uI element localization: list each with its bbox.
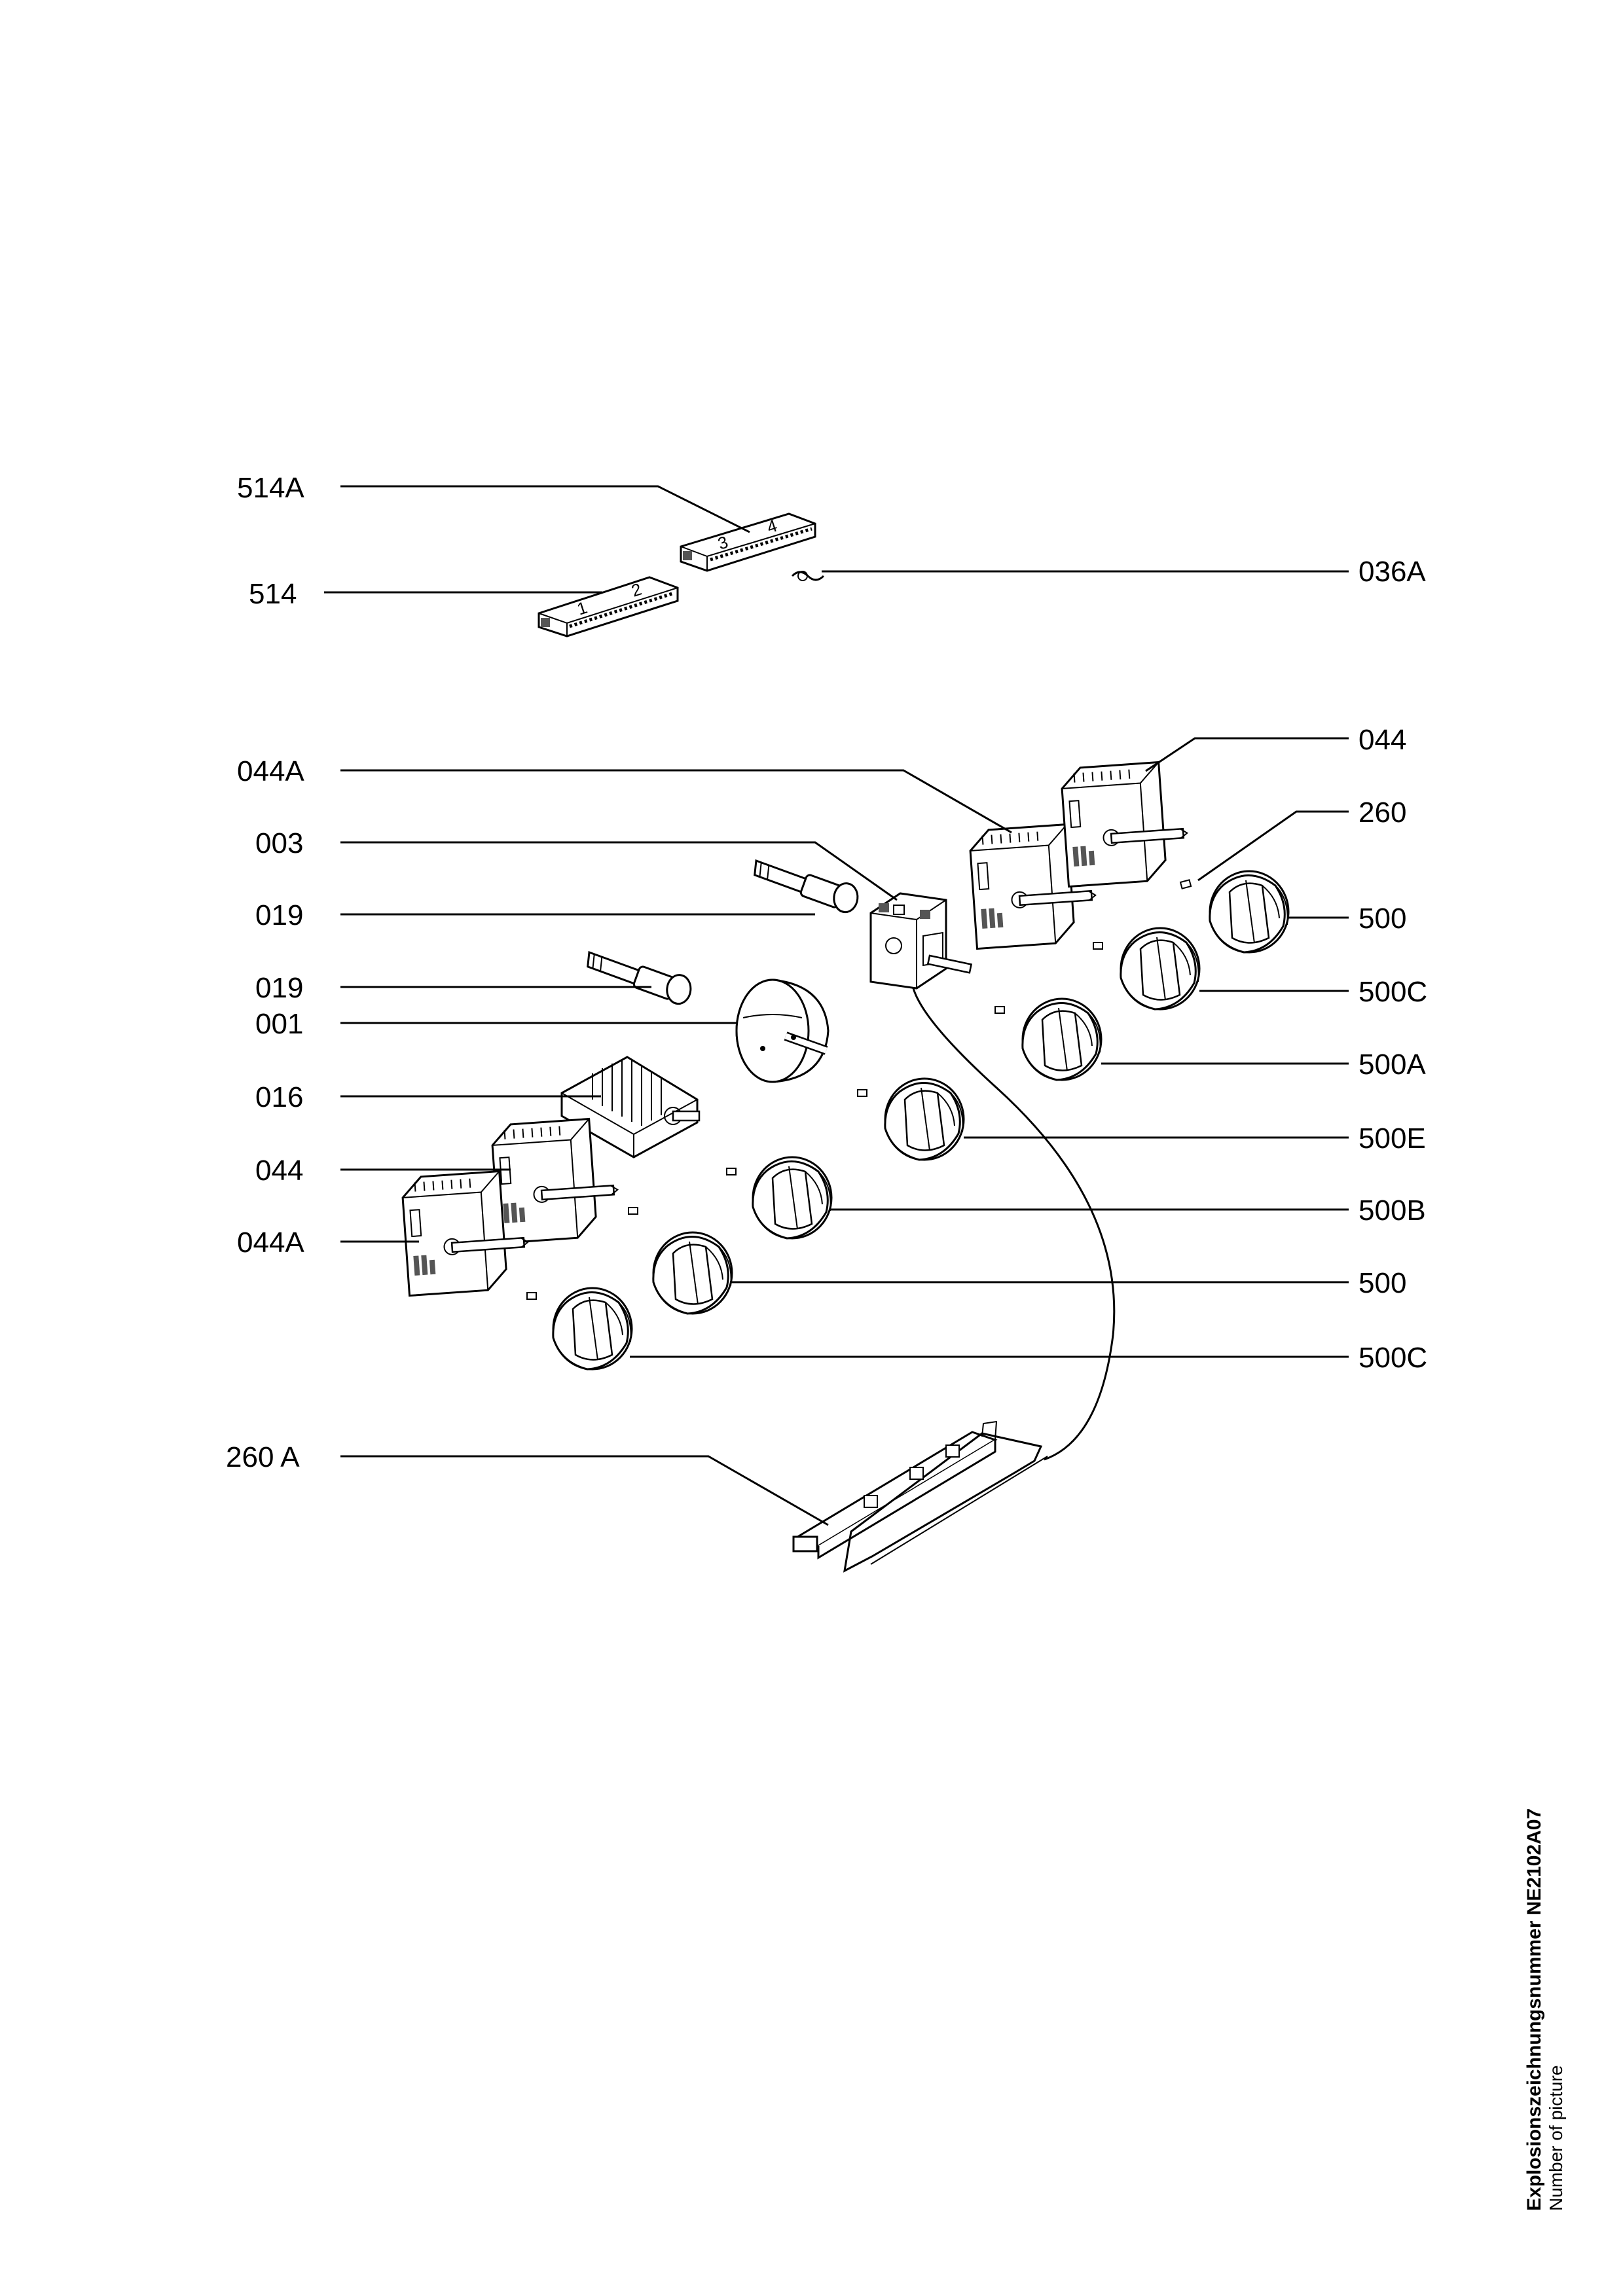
- knob-500C-top: [1120, 927, 1201, 1011]
- knob-500B: [752, 1156, 833, 1240]
- label-044A-bottom: 044A: [237, 1227, 304, 1259]
- label-514: 514: [249, 578, 297, 610]
- label-001: 001: [255, 1008, 303, 1040]
- terminal-block-514: 1 2: [538, 576, 679, 637]
- picture-number-label-en: Number of picture: [1546, 2065, 1566, 2211]
- picture-number-label-de: Explosionszeichnungsnummer NE2102A07: [1523, 1808, 1545, 2211]
- label-500C-bottom: 500C: [1359, 1342, 1427, 1374]
- label-260A: 260 A: [226, 1441, 300, 1473]
- terminal-block-514A: 3 4: [680, 512, 816, 572]
- knob-500C-bottom: [552, 1287, 633, 1371]
- label-036A: 036A: [1359, 556, 1426, 588]
- label-044-bottom: 044: [255, 1155, 303, 1187]
- energy-regulator-044-top: [1059, 759, 1192, 888]
- label-514A: 514A: [237, 472, 304, 504]
- multi-switch-016: [560, 1056, 701, 1158]
- mounting-rail-260A: [792, 1420, 1048, 1573]
- spacer-clips-260: [526, 879, 1192, 1300]
- leader-lines: [324, 485, 1349, 1526]
- label-044-top: 044: [1359, 724, 1406, 756]
- label-019-lower: 019: [255, 972, 303, 1004]
- label-019-upper: 019: [255, 899, 303, 931]
- clip-036A: [791, 571, 825, 581]
- knob-500E: [884, 1077, 965, 1161]
- label-044A-top: 044A: [237, 755, 304, 787]
- label-500A: 500A: [1359, 1049, 1426, 1081]
- label-260: 260: [1359, 797, 1406, 829]
- knob-500A: [1021, 997, 1103, 1081]
- label-500-top: 500: [1359, 903, 1406, 935]
- selector-switch-003: [869, 892, 973, 990]
- label-016: 016: [255, 1081, 303, 1113]
- label-500E: 500E: [1359, 1122, 1426, 1155]
- knob-500-top: [1209, 870, 1290, 954]
- label-500C-top: 500C: [1359, 976, 1427, 1008]
- label-003: 003: [255, 827, 303, 859]
- timer-001: [735, 978, 830, 1083]
- pilot-lamp-019-lower: [583, 951, 695, 1006]
- picture-number-block: Explosionszeichnungsnummer NE2102A07 Num…: [1523, 1808, 1567, 2211]
- connecting-cable: [912, 988, 1116, 1461]
- label-500B: 500B: [1359, 1194, 1426, 1227]
- label-500-bottom: 500: [1359, 1267, 1406, 1299]
- pilot-lamp-019-upper: [750, 859, 862, 914]
- knob-500-bottom: [652, 1231, 733, 1315]
